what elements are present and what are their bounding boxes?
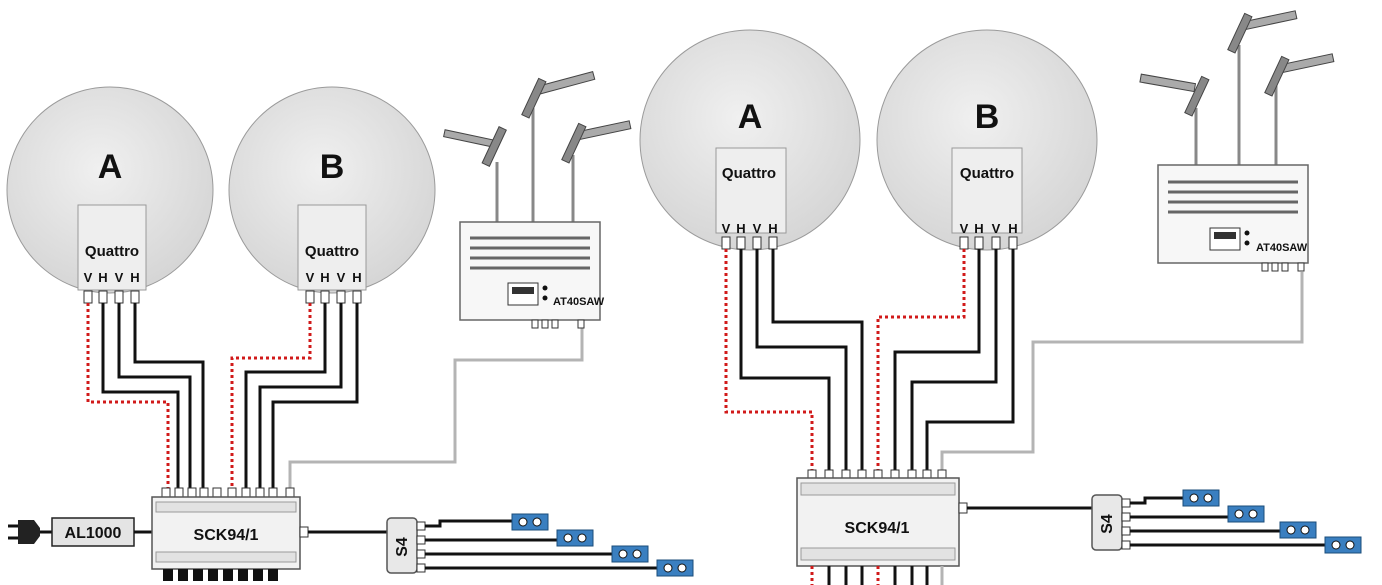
left-lnb-b: Quattro V H V H: [297, 204, 367, 304]
left-outlets: [511, 513, 694, 577]
right-dish-b: B: [876, 29, 1098, 251]
left-amplifier-label: AT40SAW: [553, 296, 605, 308]
right-lnb-a: Quattro V H V H: [715, 147, 787, 250]
left-splitter: S4: [386, 517, 657, 574]
left-splitter-label: S4: [394, 537, 411, 557]
left-lnb-a-label: Quattro: [85, 243, 139, 260]
right-dish-a-label: A: [738, 98, 763, 136]
left-amplifier: AT40SAW: [459, 221, 605, 329]
left-lnb-a-port-3: V: [115, 270, 124, 285]
right-multiswitch: SCK94/1: [796, 469, 1092, 585]
left-dish-a-label: A: [98, 148, 123, 186]
right-dish-b-label: B: [975, 98, 1000, 136]
right-lnb-a-port-3: V: [753, 221, 762, 236]
left-lnb-a: Quattro V H V H: [77, 204, 147, 304]
left-multiswitch-label: SCK94/1: [194, 527, 259, 544]
right-terrestrial-cable: [940, 272, 1304, 470]
left-dish-b-label: B: [320, 148, 345, 186]
left-lnb-a-port-4: H: [130, 270, 139, 285]
right-multiswitch-label: SCK94/1: [845, 520, 910, 537]
right-terrestrial-antennas: [1139, 10, 1335, 165]
left-power-supply-label: AL1000: [65, 525, 122, 542]
left-lnb-a-port-1: V: [84, 270, 93, 285]
right-lnb-b-port-4: H: [1008, 221, 1017, 236]
right-amplifier: AT40SAW: [1157, 164, 1309, 272]
right-lnb-b-label: Quattro: [960, 165, 1014, 182]
left-dish-b: B: [228, 86, 436, 294]
right-outlet-4: [1324, 536, 1362, 554]
left-cables-a: [86, 303, 205, 488]
right-lnb-a-label: Quattro: [722, 165, 776, 182]
left-terrestrial-cable: [288, 328, 584, 488]
right-lnb-a-port-2: H: [736, 221, 745, 236]
right-cables-a: [724, 249, 864, 470]
right-outlet-1: [1182, 489, 1220, 507]
left-outlet-4: [656, 559, 694, 577]
right-splitter: S4: [1091, 494, 1325, 551]
right-lnb-a-port-1: V: [722, 221, 731, 236]
left-cables-b: [230, 303, 359, 488]
right-cables-b: [876, 249, 1015, 470]
right-lnb-b-port-1: V: [960, 221, 969, 236]
left-lnb-a-port-2: H: [98, 270, 107, 285]
right-outlet-2: [1227, 505, 1265, 523]
left-lnb-b-port-3: V: [337, 270, 346, 285]
left-outlet-3: [611, 545, 649, 563]
left-outlet-1: [511, 513, 549, 531]
left-power-supply: AL1000: [8, 517, 152, 547]
left-system: A B Quattro V H V H Quattro V H V H: [6, 70, 694, 581]
left-lnb-b-port-2: H: [320, 270, 329, 285]
left-lnb-b-label: Quattro: [305, 243, 359, 260]
right-system: A B Quattro V H V H Quattro V H V H: [639, 10, 1362, 585]
left-multiswitch: SCK94/1: [151, 487, 387, 581]
left-terrestrial-antennas: [443, 70, 632, 222]
right-dish-a: A: [639, 29, 861, 251]
right-outlets: [1182, 489, 1362, 554]
right-lnb-b-port-2: H: [974, 221, 983, 236]
left-lnb-b-port-4: H: [352, 270, 361, 285]
left-lnb-b-port-1: V: [306, 270, 315, 285]
right-splitter-label: S4: [1099, 514, 1116, 534]
right-lnb-a-port-4: H: [768, 221, 777, 236]
right-amplifier-label: AT40SAW: [1256, 242, 1308, 254]
left-dish-a: A: [6, 86, 214, 294]
right-lnb-b-port-3: V: [992, 221, 1001, 236]
left-outlet-2: [556, 529, 594, 547]
right-outlet-3: [1279, 521, 1317, 539]
right-lnb-b: Quattro V H V H: [951, 147, 1023, 250]
